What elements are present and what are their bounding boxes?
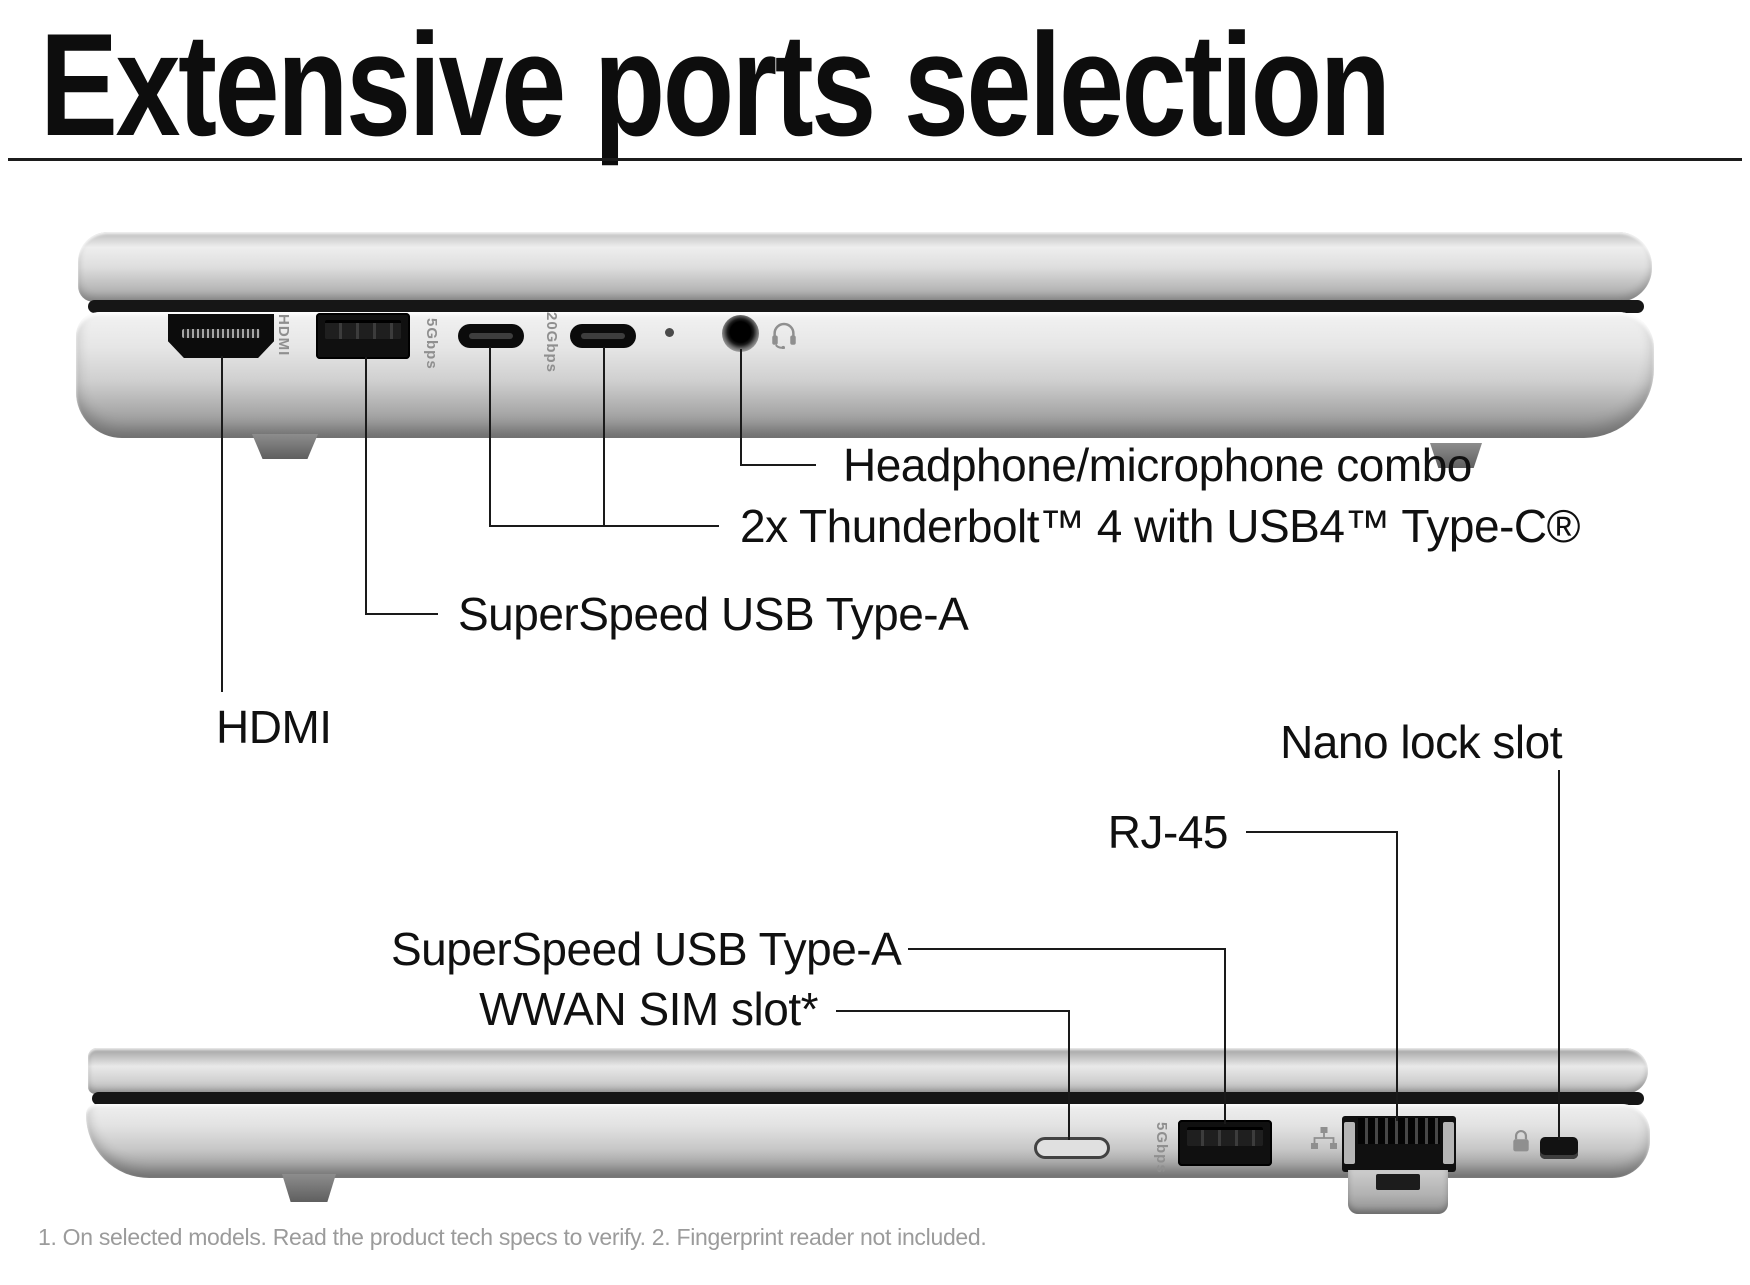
laptop-hinge-seam [92, 1092, 1644, 1105]
usb-a-port-tongue [325, 320, 401, 339]
laptop-hinge-seam [88, 300, 1644, 313]
usb-a-port [316, 313, 410, 359]
wwan-sim-slot-label: WWAN SIM slot* [479, 983, 818, 1035]
usb-c-port-1 [458, 324, 524, 348]
thunderbolt-label: 2x Thunderbolt™ 4 with USB4™ Type-C® [740, 500, 1581, 552]
rubber-foot [282, 1174, 336, 1202]
headset-icon [772, 322, 796, 349]
superspeed-bottom-leader-line [1224, 948, 1226, 1124]
rj45-label: RJ-45 [1107, 806, 1229, 858]
laptop-base [76, 312, 1654, 438]
rj45-port-clip [1443, 1122, 1454, 1164]
nano-lock-slot-label: Nano lock slot [1280, 716, 1562, 768]
usb-a-port-tongue [1187, 1127, 1263, 1146]
footnote-text: 1. On selected models. Read the product … [38, 1224, 987, 1250]
superspeed-bottom-leader-line [908, 948, 1226, 950]
hdmi-marking-text: HDMI [275, 314, 292, 357]
rubber-foot [1430, 443, 1482, 468]
usb-c-port-slot [469, 333, 513, 339]
hdmi-port [168, 314, 274, 358]
nano-lock-leader-line [1558, 770, 1560, 1140]
rj45-jaw-notch [1376, 1174, 1420, 1190]
nano-lock-slot-port [1540, 1137, 1578, 1159]
hdmi-port-pins [182, 329, 260, 338]
page-title: Extensive ports selection [40, 3, 1391, 166]
usb-a-leader-line [365, 613, 438, 615]
usb-a-leader-line [365, 357, 367, 615]
rj45-port-pins [1358, 1118, 1440, 1144]
laptop-lid [88, 1048, 1648, 1094]
hdmi-leader-line [221, 356, 223, 692]
status-led [665, 328, 674, 337]
wwan-sim-slot-port [1034, 1137, 1110, 1159]
laptop-lid [78, 232, 1652, 302]
rubber-foot [252, 434, 318, 459]
thunderbolt-leader-line-1 [489, 347, 491, 527]
rj45-port [1342, 1116, 1456, 1172]
title-underline [8, 158, 1742, 161]
headphone-jack-port [722, 315, 759, 352]
thunderbolt-leader-line [489, 525, 719, 527]
usb-a-speed-marking-bottom: 5Gbps [1153, 1122, 1170, 1174]
lock-icon [1513, 1130, 1529, 1152]
usb-c-speed-marking: 20Gbps [543, 312, 560, 374]
network-icon [1311, 1127, 1337, 1149]
usb-a-port-bottom [1178, 1120, 1272, 1166]
rj45-leader-line [1246, 831, 1398, 833]
rj45-port-clip [1344, 1122, 1355, 1164]
rj45-drop-jaw [1348, 1170, 1448, 1214]
usb-c-port-slot [581, 333, 625, 339]
headphone-combo-label: Headphone/microphone combo [843, 439, 1472, 491]
superspeed-usb-a-label-top: SuperSpeed USB Type-A [458, 588, 969, 640]
thunderbolt-leader-line-2 [603, 347, 605, 527]
superspeed-usb-a-label-bottom: SuperSpeed USB Type-A [391, 923, 902, 975]
usb-c-port-2 [570, 324, 636, 348]
rj45-leader-line [1396, 831, 1398, 1121]
hdmi-label: HDMI [216, 701, 332, 753]
usb-a-speed-marking: 5Gbps [423, 318, 440, 370]
wwan-sim-leader-line [1068, 1010, 1070, 1140]
headphone-leader-line [740, 349, 742, 465]
wwan-sim-leader-line [836, 1010, 1070, 1012]
headphone-leader-line [740, 464, 816, 466]
